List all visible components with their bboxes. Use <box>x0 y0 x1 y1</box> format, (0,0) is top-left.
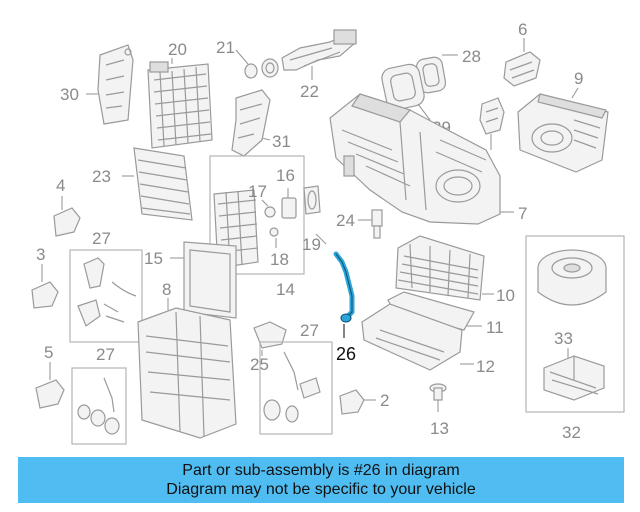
part-33-resistor <box>543 348 605 401</box>
callout-30: 30 <box>60 85 79 104</box>
callout-15: 15 <box>144 249 163 268</box>
group-box-27-left <box>69 249 143 343</box>
callout-32: 32 <box>562 423 581 442</box>
part-9-housing <box>517 87 609 173</box>
group-box-27-lower <box>71 367 127 445</box>
callout-5: 5 <box>44 343 53 362</box>
part-15-frame <box>170 241 237 319</box>
part-17-seal <box>261 199 279 237</box>
callout-31: 31 <box>272 132 291 151</box>
callout-20: 20 <box>168 40 187 59</box>
part-4-clip <box>53 196 81 237</box>
callout-8: 8 <box>162 280 171 299</box>
callout-24: 24 <box>336 211 355 230</box>
callout-14: 14 <box>276 280 295 299</box>
banner-line-2: Diagram may not be specific to your vehi… <box>166 481 476 498</box>
part-6-bracket <box>503 38 541 87</box>
part-20-heater-core <box>147 58 213 149</box>
callout-27-middle: 27 <box>300 321 319 340</box>
callout-28: 28 <box>462 47 481 66</box>
group-box-27-middle <box>259 341 333 435</box>
callout-6: 6 <box>518 20 527 39</box>
part-5-clip <box>35 362 65 409</box>
callout-33: 33 <box>554 329 573 348</box>
part-8-lower-housing <box>137 298 237 439</box>
part-24-sensor <box>358 209 383 239</box>
callout-19: 19 <box>302 235 321 254</box>
part-2-clip <box>339 389 376 415</box>
callout-22: 22 <box>300 82 319 101</box>
callout-7: 7 <box>518 204 527 223</box>
callout-2: 2 <box>380 391 389 410</box>
part-21-seals <box>235 49 279 79</box>
callout-13: 13 <box>430 419 449 438</box>
callout-18: 18 <box>270 250 289 269</box>
part-31-bracket <box>231 89 271 157</box>
part-16-valve <box>281 188 297 219</box>
banner-line-1: Part or sub-assembly is #26 in diagram <box>182 462 460 479</box>
callout-17: 17 <box>248 182 267 201</box>
callout-23: 23 <box>92 167 111 186</box>
part-26-hose-highlighted[interactable] <box>333 251 355 338</box>
group-box-32 <box>525 235 625 413</box>
main-hvac-housing <box>329 93 514 225</box>
exploded-parts-diagram: 30 20 21 22 28 2 9 <box>31 20 625 445</box>
part-3-clip <box>31 264 59 309</box>
callout-16: 16 <box>276 166 295 185</box>
group-box-14 <box>209 155 305 275</box>
part-23-core <box>122 147 193 221</box>
part-1-actuator <box>479 97 505 150</box>
info-banner: Part or sub-assembly is #26 in diagram D… <box>18 457 624 503</box>
part-25-clip <box>253 321 287 356</box>
part-10-filter <box>395 235 494 301</box>
callout-11: 11 <box>486 318 504 337</box>
callout-27-left: 27 <box>92 229 111 248</box>
part-27-fittings-middle <box>263 351 321 423</box>
part-13-drain <box>429 383 447 412</box>
part-32-blower <box>537 249 607 306</box>
part-22-pipe <box>281 29 357 80</box>
part-19-seal <box>303 185 327 245</box>
part-27-hoses-left <box>77 257 137 327</box>
callout-21: 21 <box>216 38 235 57</box>
callout-12: 12 <box>476 357 495 376</box>
part-12-panel <box>361 303 474 371</box>
part-29-gasket <box>381 63 431 121</box>
callout-3: 3 <box>36 245 45 264</box>
part-27-lower <box>77 377 120 435</box>
callout-26: 26 <box>336 344 356 364</box>
callout-9: 9 <box>574 69 583 88</box>
callout-10: 10 <box>496 286 515 305</box>
callout-27-lower: 27 <box>96 345 115 364</box>
part-30-bracket <box>86 44 134 125</box>
callout-4: 4 <box>56 176 65 195</box>
